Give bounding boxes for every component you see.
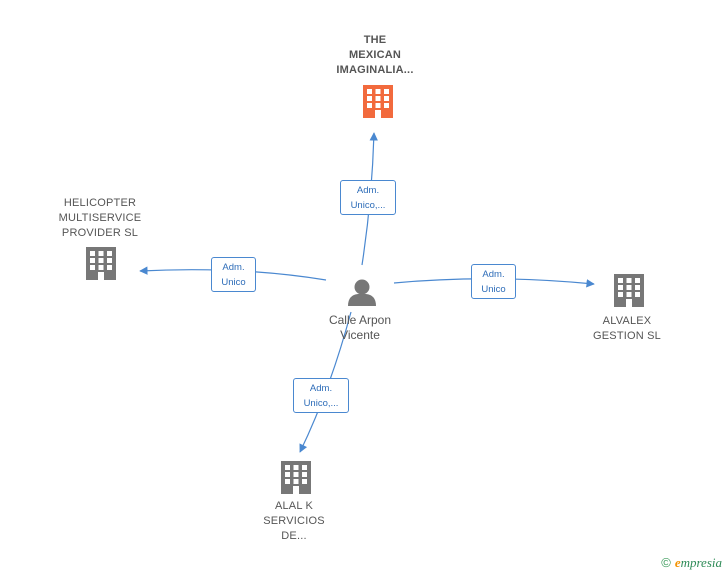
building-icon[interactable] bbox=[363, 85, 393, 118]
copyright-icon: © bbox=[661, 555, 671, 570]
building-icon[interactable] bbox=[614, 274, 644, 307]
name-line: PROVIDER SL bbox=[61, 227, 139, 239]
edge-label-line: Adm. bbox=[309, 383, 333, 394]
edge-label-line: Unico bbox=[221, 277, 246, 288]
name-line: MEXICAN bbox=[348, 49, 402, 61]
name-line: GESTION SL bbox=[592, 330, 662, 342]
name-line: IMAGINALIA... bbox=[336, 64, 414, 76]
right-company-name[interactable]: ALVALEX GESTION SL bbox=[567, 314, 687, 344]
person-icon[interactable] bbox=[348, 279, 376, 307]
building-icon[interactable] bbox=[86, 247, 116, 280]
edge-label-line: Adm. bbox=[222, 262, 245, 273]
left-company-name[interactable]: HELICOPTER MULTISERVICE PROVIDER SL bbox=[40, 196, 160, 241]
name-line: Calle Arpon bbox=[328, 313, 392, 327]
center-person-name[interactable]: Calle Arpon Vicente bbox=[300, 313, 420, 343]
edge-label-line: Adm. bbox=[356, 185, 380, 196]
edge-label-left[interactable]: Adm. Unico bbox=[211, 257, 256, 292]
edge-label-top[interactable]: Adm. Unico,... bbox=[340, 180, 396, 215]
empresia-logo: ©empresia bbox=[661, 555, 722, 571]
name-line: ALVALEX bbox=[602, 315, 652, 327]
edge-label-bottom[interactable]: Adm. Unico,... bbox=[293, 378, 349, 413]
name-line: HELICOPTER bbox=[63, 197, 137, 209]
brand-name: mpresia bbox=[680, 555, 722, 570]
name-line: Vicente bbox=[340, 328, 380, 342]
brand-initial: e bbox=[674, 555, 681, 570]
edge-label-line: Unico,... bbox=[350, 200, 386, 211]
edge-label-right[interactable]: Adm. Unico bbox=[471, 264, 516, 299]
name-line: DE... bbox=[281, 530, 307, 542]
name-line: SERVICIOS bbox=[263, 515, 325, 527]
name-line: THE bbox=[363, 34, 387, 46]
bottom-company-name[interactable]: ALAL K SERVICIOS DE... bbox=[234, 499, 354, 544]
building-icon[interactable] bbox=[281, 461, 311, 494]
edge-label-line: Unico,... bbox=[303, 398, 339, 409]
name-line: MULTISERVICE bbox=[58, 212, 142, 224]
edge-label-line: Adm. bbox=[482, 269, 505, 280]
name-line: ALAL K bbox=[274, 500, 314, 512]
top-company-name[interactable]: THE MEXICAN IMAGINALIA... bbox=[315, 33, 435, 78]
edge-label-line: Unico bbox=[481, 284, 506, 295]
